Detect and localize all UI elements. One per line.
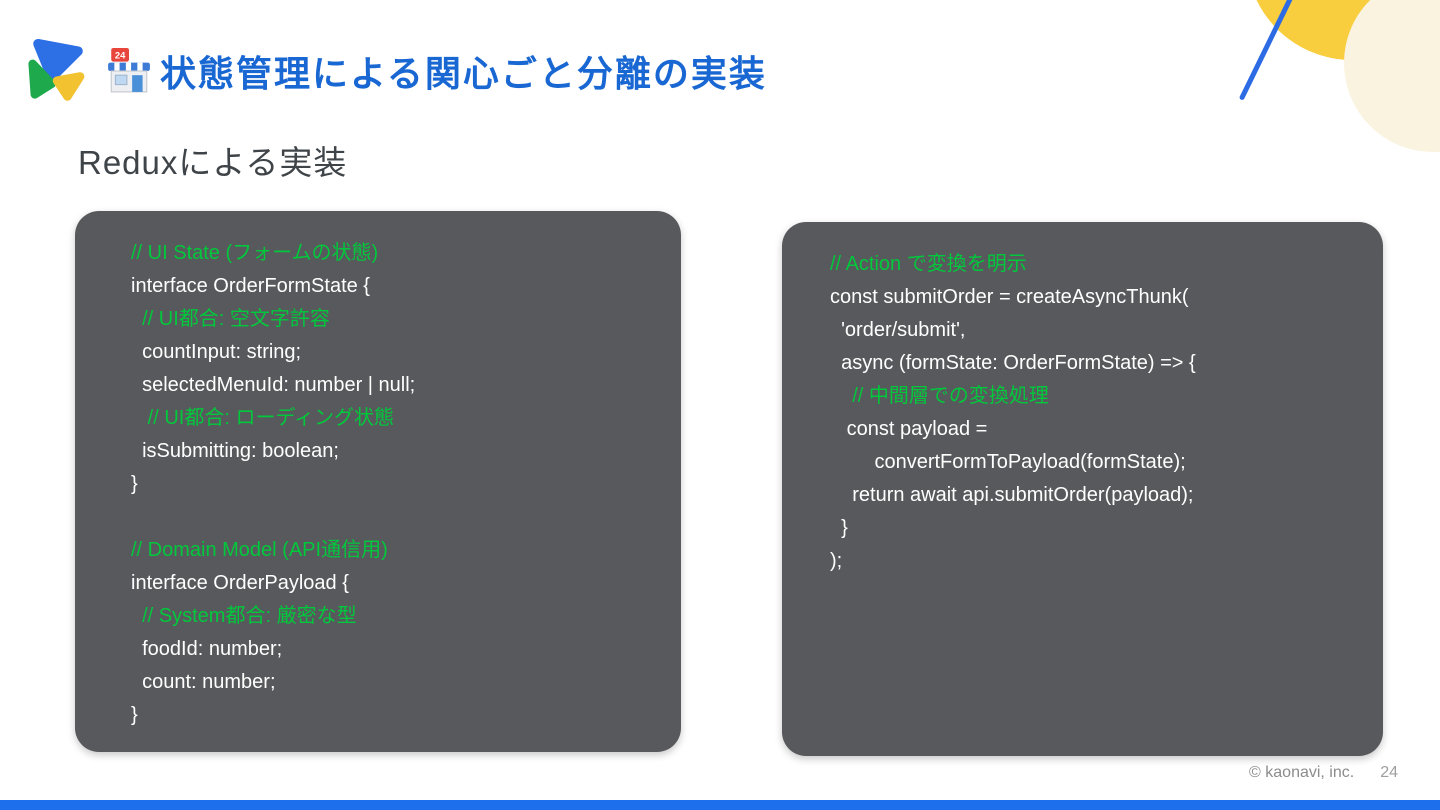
code-line: count: number; [131,671,276,693]
code-line: const submitOrder = createAsyncThunk( [830,286,1189,308]
kaonavi-logo-icon [20,30,96,106]
code-line: } [830,517,848,539]
code-line: const payload = [830,418,988,440]
convenience-store-icon: 24 [106,48,152,94]
code-line: interface OrderPayload { [131,572,349,594]
slide-footer: © kaonavi, inc. 24 [1249,764,1398,782]
bottom-accent-bar [0,800,1440,810]
copyright-text: © kaonavi, inc. [1249,764,1355,781]
code-block-action-thunk: // Action で変換を明示 const submitOrder = crea… [782,222,1383,756]
code-block-state-models: // UI State (フォームの状態) interface OrderForm… [75,211,681,752]
code-line: async (formState: OrderFormState) => { [830,352,1196,374]
decoration-cream-circle [1344,0,1440,152]
code-line: } [131,704,138,726]
slide-header: 24 状態管理による関心ごと分離の実装 [106,42,767,100]
code-line: convertFormToPayload(formState); [830,451,1186,473]
code-comment-line: // 中間層での変換処理 [830,385,1049,407]
code-comment-line: // UI State (フォームの状態) [131,242,379,264]
store-sign-label: 24 [115,49,126,60]
code-comment-line: // Action で変換を明示 [830,253,1027,275]
code-comment-line: // System都合: 厳密な型 [131,605,357,627]
code-line [131,501,663,534]
code-comment-line: // Domain Model (API通信用) [131,539,388,561]
code-line: isSubmitting: boolean; [131,440,339,462]
code-comment-line: // UI都合: ローディング状態 [131,407,395,429]
code-line: countInput: string; [131,341,302,363]
code-line: 'order/submit', [830,319,966,341]
page-title: 状態管理による関心ごと分離の実装 [160,53,767,94]
section-subtitle: Reduxによる実装 [78,144,348,181]
code-line: return await api.submitOrder(payload); [830,484,1194,506]
code-line: selectedMenuId: number | null; [131,374,416,396]
code-line: } [131,473,138,495]
code-comment-line: // UI都合: 空文字許容 [131,308,330,330]
code-line: ); [830,550,843,572]
code-line: foodId: number; [131,638,283,660]
page-number: 24 [1380,764,1398,781]
code-line: interface OrderFormState { [131,275,370,297]
